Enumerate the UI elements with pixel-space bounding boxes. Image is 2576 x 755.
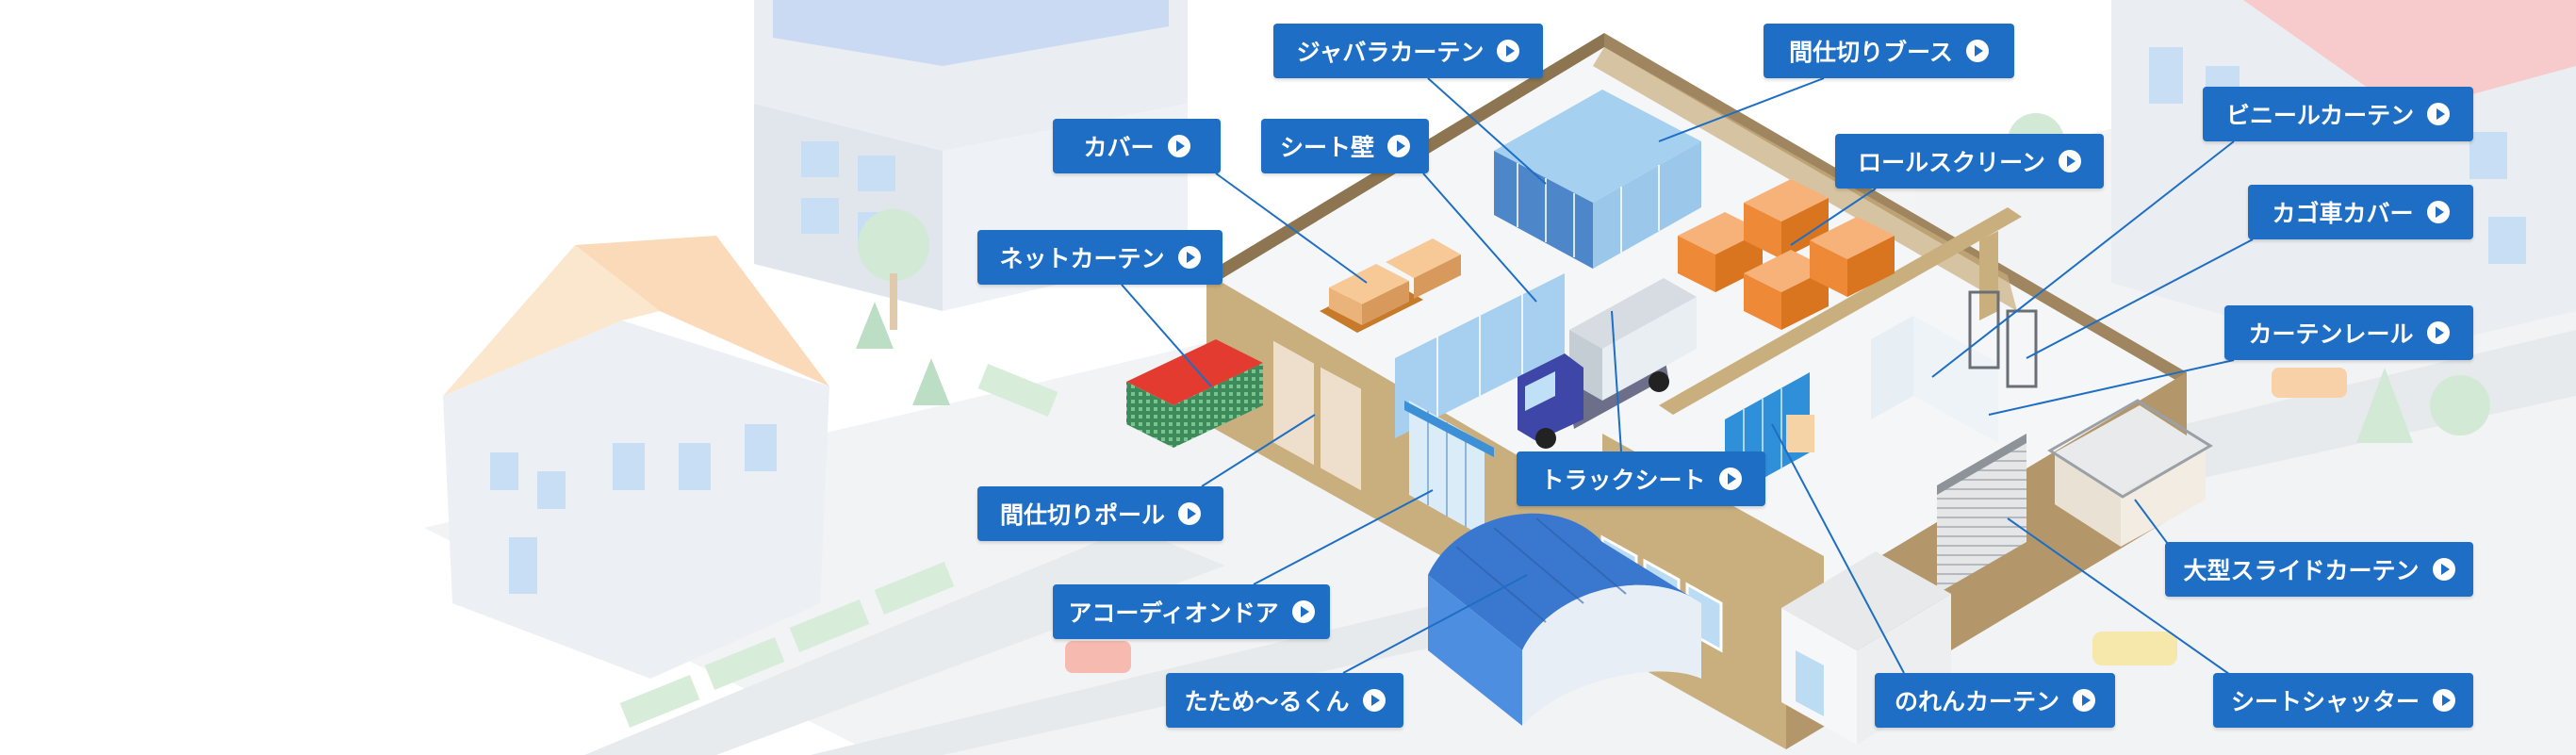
label-text: シートシャッター: [2230, 688, 2420, 715]
cars-background: [1065, 368, 2347, 673]
label-text: カゴ車カバー: [2272, 200, 2414, 227]
play-circle-icon: [1387, 135, 1410, 157]
play-circle-icon: [1497, 40, 1520, 62]
arched-tent: [1428, 513, 1701, 726]
play-circle-icon: [2426, 201, 2450, 223]
sheet-wall: [1395, 273, 1565, 438]
slide-curtain-tent: [2047, 399, 2213, 547]
label-text: カーテンレール: [2248, 320, 2414, 348]
pallet-boxes: [1320, 238, 1461, 333]
label-partition-pole[interactable]: 間仕切りポール: [977, 486, 1223, 541]
label-text: アコーディオンドア: [1068, 599, 1279, 627]
play-circle-icon: [1718, 468, 1742, 490]
vinyl-curtain-room: [1871, 290, 2038, 443]
play-circle-icon: [2058, 150, 2081, 172]
leader-line: [1988, 359, 2235, 416]
play-circle-icon: [1177, 246, 1201, 269]
leader-lines: [1121, 77, 2254, 680]
play-circle-icon: [1178, 502, 1201, 525]
leader-line: [1658, 77, 1825, 142]
label-accordion-door[interactable]: アコーディオンドア: [1053, 584, 1330, 639]
leader-line: [1790, 188, 1877, 246]
label-text: 間仕切りポール: [999, 501, 1165, 529]
label-curtain-rail[interactable]: カーテンレール: [2224, 305, 2473, 360]
label-large-slide-curtain[interactable]: 大型スライドカーテン: [2165, 542, 2473, 597]
sheet-shutter: [1937, 434, 2026, 594]
label-partition-booth[interactable]: 間仕切りブース: [1764, 24, 2014, 78]
play-circle-icon: [1362, 689, 1386, 712]
label-text: 大型スライドカーテン: [2183, 557, 2420, 584]
leader-line: [1342, 574, 1528, 674]
label-jabara-curtain[interactable]: ジャバラカーテン: [1273, 24, 1543, 78]
trees: [856, 113, 2490, 443]
label-sheet-wall[interactable]: シート壁: [1261, 119, 1429, 173]
leader-line: [1215, 172, 1368, 284]
truck: [1518, 278, 1697, 449]
leader-line: [1201, 414, 1316, 487]
label-sheet-shutter[interactable]: シートシャッター: [2213, 673, 2473, 728]
leader-line: [1427, 77, 1547, 185]
label-noren-curtain[interactable]: のれんカーテン: [1875, 673, 2115, 728]
play-circle-icon: [2432, 558, 2455, 581]
leader-line: [1121, 284, 1212, 387]
label-text: のれんカーテン: [1894, 688, 2059, 715]
label-text: ネットカーテン: [999, 245, 1165, 272]
play-circle-icon: [2426, 321, 2450, 344]
leader-line: [1422, 172, 1537, 303]
leader-line: [1611, 310, 1622, 452]
partition-booth: [1494, 90, 1701, 269]
label-cart-cover[interactable]: カゴ車カバー: [2248, 185, 2473, 239]
play-circle-icon: [1965, 40, 1989, 62]
label-net-curtain[interactable]: ネットカーテン: [977, 230, 1222, 285]
label-truck-sheet[interactable]: トラックシート: [1517, 451, 1765, 506]
leader-line: [1771, 423, 1905, 674]
accordion-door: [1404, 401, 1494, 537]
label-tatame-rukun[interactable]: たため〜るくん: [1166, 673, 1403, 728]
leader-line: [2007, 517, 2237, 680]
play-circle-icon: [2433, 689, 2455, 712]
play-circle-icon: [1291, 600, 1315, 623]
leader-line: [1253, 489, 1434, 585]
play-circle-icon: [2073, 689, 2095, 712]
leader-line: [2026, 238, 2254, 359]
house-left: [443, 236, 829, 679]
label-text: 間仕切りブース: [1789, 39, 1953, 66]
label-cover[interactable]: カバー: [1053, 119, 1221, 173]
label-text: ジャバラカーテン: [1296, 39, 1485, 66]
play-circle-icon: [2427, 103, 2451, 125]
label-text: たため〜るくん: [1184, 688, 1350, 715]
tent-storage: [1126, 339, 1263, 448]
hedges: [619, 364, 1058, 728]
label-text: トラックシート: [1540, 467, 1706, 494]
label-text: カバー: [1083, 134, 1155, 161]
label-roll-screen[interactable]: ロールスクリーン: [1835, 134, 2104, 189]
play-circle-icon: [1167, 135, 1190, 157]
label-text: ロールスクリーン: [1858, 149, 2045, 176]
leader-line: [1931, 140, 2235, 378]
label-vinyl-curtain[interactable]: ビニールカーテン: [2203, 87, 2473, 141]
label-text: シート壁: [1279, 134, 1374, 161]
label-text: ビニールカーテン: [2225, 102, 2415, 129]
